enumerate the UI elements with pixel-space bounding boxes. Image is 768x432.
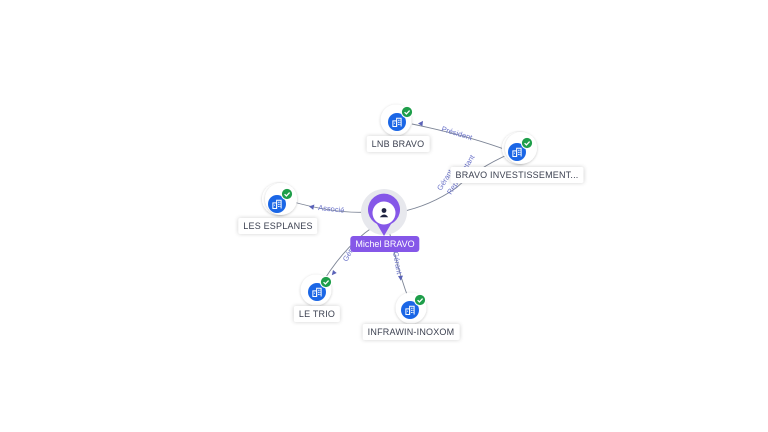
verified-badge-icon	[413, 293, 427, 307]
edge-label: Gérant	[391, 251, 404, 276]
verified-badge-icon	[520, 136, 534, 150]
company-node-lnb[interactable]	[380, 104, 414, 136]
company-node-esplanes[interactable]	[262, 183, 297, 215]
company-label-infrawin[interactable]: INFRAWIN-INOXOM	[362, 324, 460, 340]
verified-badge-icon	[280, 187, 294, 201]
company-node-trio[interactable]	[300, 274, 333, 306]
company-label-bravo[interactable]: BRAVO INVESTISSEMENT...	[450, 167, 584, 183]
company-label-trio[interactable]: LE TRIO	[293, 306, 341, 322]
company-label-lnb[interactable]: LNB BRAVO	[366, 136, 430, 152]
person-label[interactable]: Michel BRAVO	[350, 236, 420, 252]
person-node[interactable]	[361, 189, 407, 236]
company-node-infrawin[interactable]	[395, 292, 427, 324]
verified-badge-icon	[319, 275, 333, 289]
edge-label: Président	[440, 124, 474, 142]
company-node-bravo[interactable]	[502, 132, 537, 164]
edge-label: Associé	[318, 203, 345, 215]
company-label-esplanes[interactable]: LES ESPLANES	[238, 218, 318, 234]
person-icon	[379, 208, 389, 218]
verified-badge-icon	[400, 105, 414, 119]
edge-person-esplanes: Associé	[289, 200, 369, 215]
